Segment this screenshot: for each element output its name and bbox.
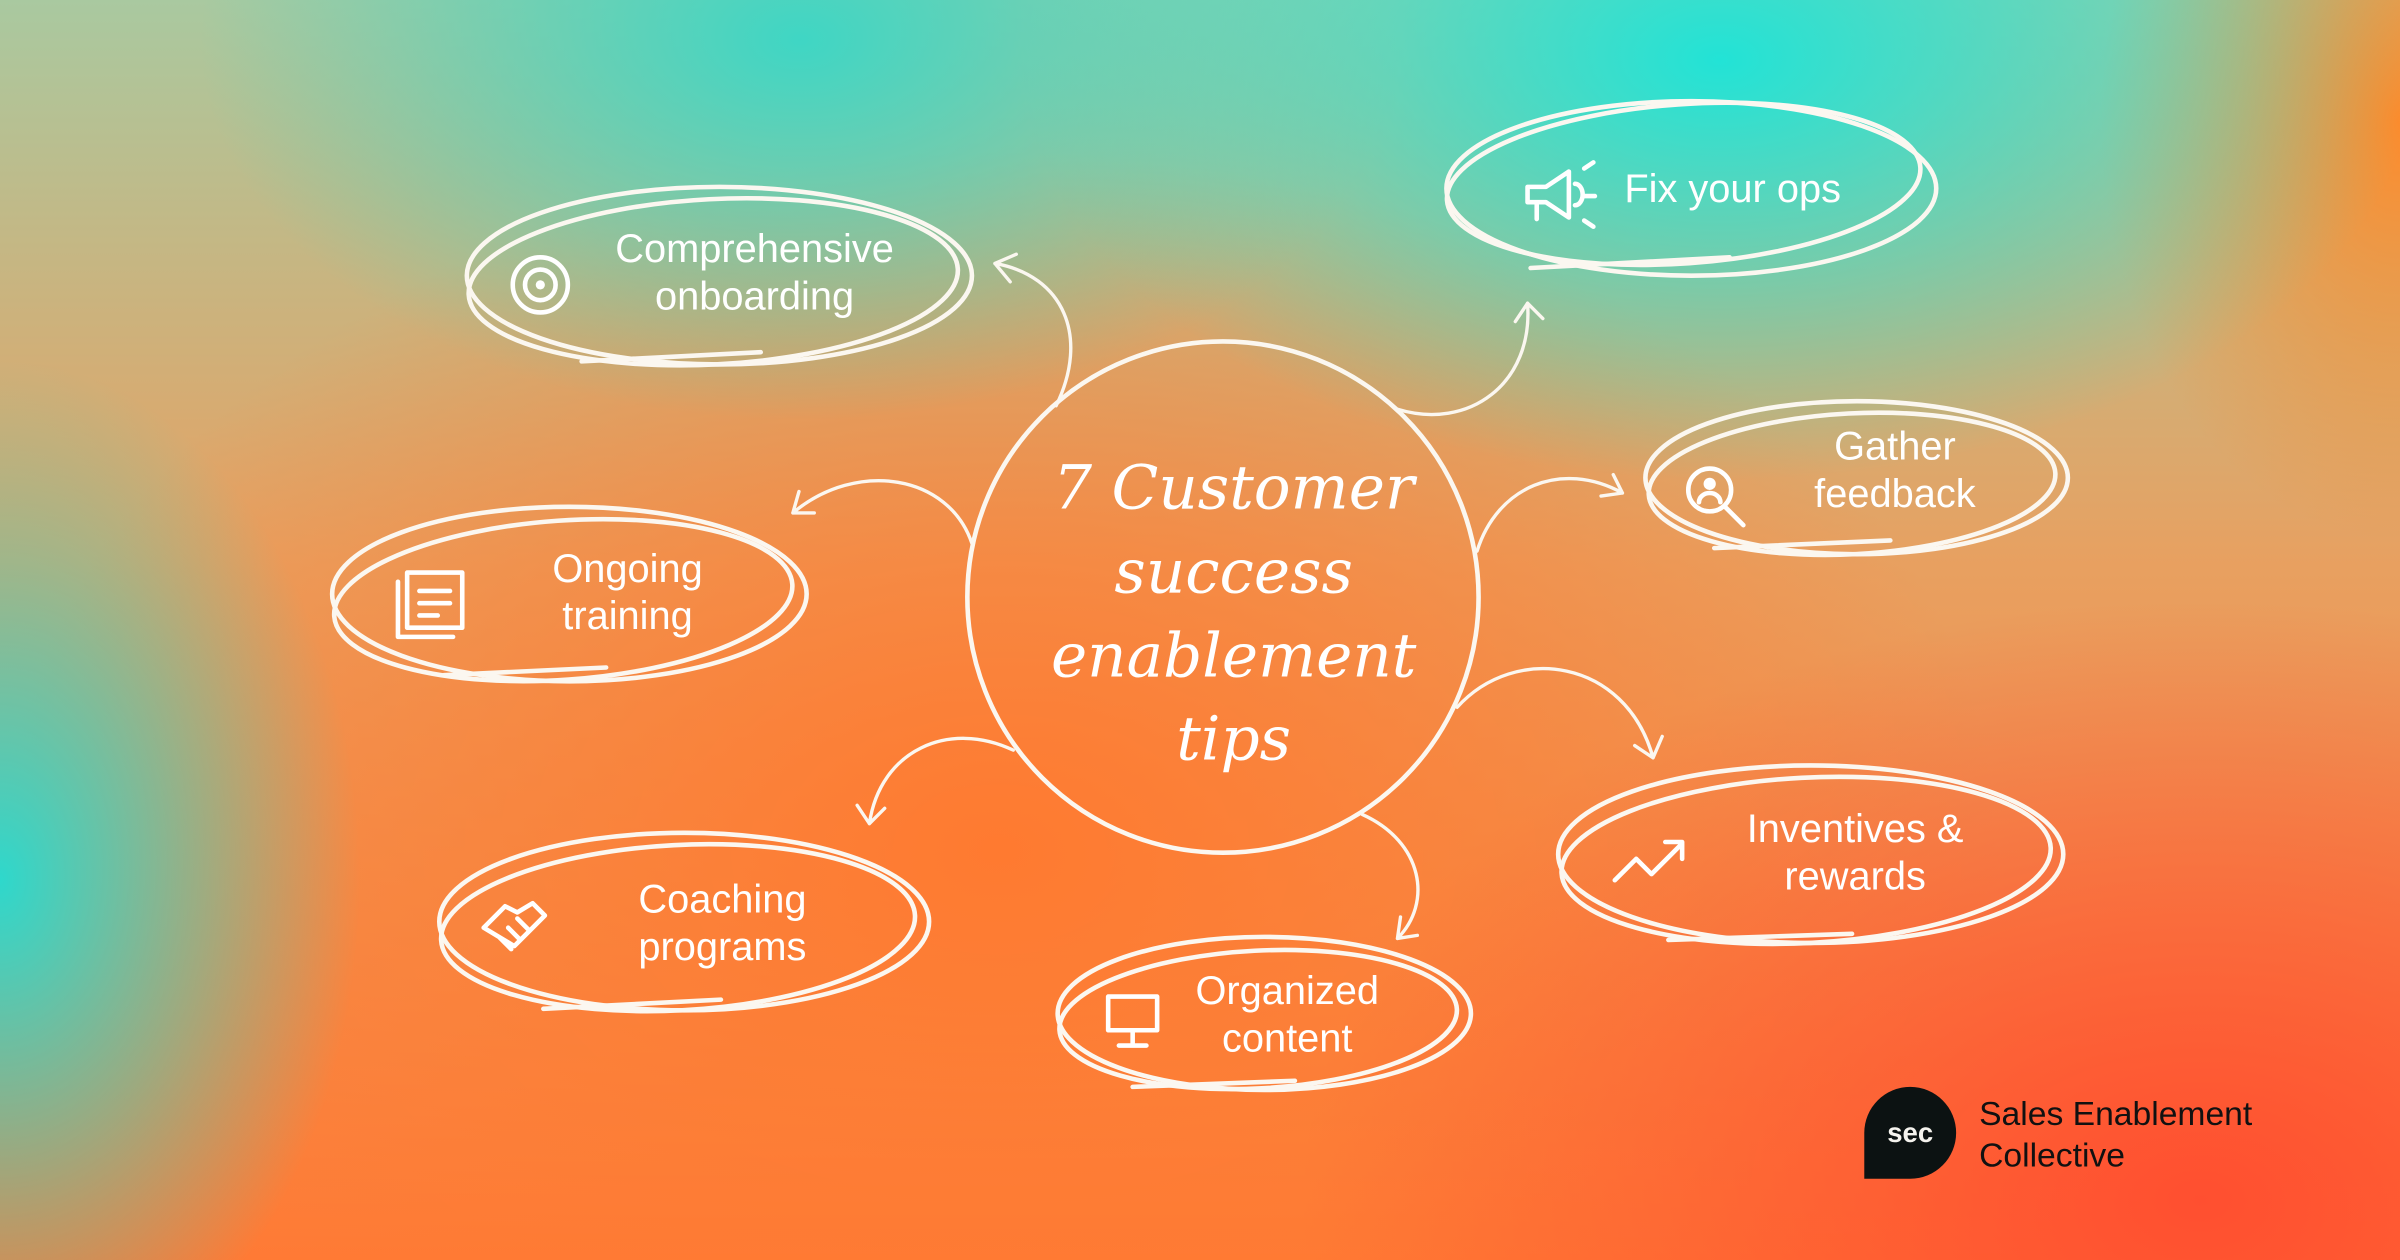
logo-mark-text: sec xyxy=(1887,1117,1933,1148)
tip-label: programs xyxy=(638,925,806,969)
tip-label: onboarding xyxy=(655,274,854,318)
arrow-organized xyxy=(1360,812,1420,941)
tip-comprehensive-onboarding: Comprehensive onboarding xyxy=(464,184,975,368)
megaphone-icon xyxy=(1525,160,1598,229)
title-line-4: tips xyxy=(1176,703,1291,774)
tip-label: Organized xyxy=(1195,969,1379,1013)
brand-logo: sec Sales Enablement Collective xyxy=(1864,1086,2253,1179)
brand-name-line-1: Sales Enablement xyxy=(1979,1096,2253,1133)
title-line-1: 7 Customer xyxy=(1053,452,1418,523)
tip-label: Inventives & xyxy=(1747,807,1964,851)
tip-label: rewards xyxy=(1784,854,1926,898)
tip-gather-feedback: Gather feedback xyxy=(1643,398,2071,558)
title-line-2: success xyxy=(1114,537,1352,608)
tip-label: Gather xyxy=(1834,424,1956,468)
tip-label: Comprehensive xyxy=(615,227,894,271)
brand-name-line-2: Collective xyxy=(1979,1137,2125,1174)
tip-label: content xyxy=(1222,1017,1353,1061)
arrow-training xyxy=(791,479,974,546)
arrow-feedback xyxy=(1475,472,1625,553)
arrow-coaching xyxy=(855,736,1015,826)
target-icon xyxy=(510,255,571,315)
tip-label: feedback xyxy=(1814,472,1976,516)
central-circle: 7 Customer success enablement tips xyxy=(965,339,1481,855)
tip-ongoing-training: Ongoing training xyxy=(329,504,809,684)
arrow-fix-ops xyxy=(1394,301,1545,417)
title-line-3: enablement xyxy=(1051,621,1417,692)
search-person-icon xyxy=(1685,466,1746,528)
connector-arrows xyxy=(791,252,1664,941)
tip-coaching-programs: Coaching programs xyxy=(436,830,932,1014)
arrow-incentives xyxy=(1455,666,1664,760)
handshake-icon xyxy=(481,900,548,952)
tip-incentives-rewards: Inventives & rewards xyxy=(1555,763,2066,947)
tip-label: Ongoing xyxy=(552,547,702,591)
tip-fix-your-ops: Fix your ops xyxy=(1444,98,1939,278)
monitor-icon xyxy=(1105,994,1160,1048)
arrow-onboarding xyxy=(993,252,1073,408)
tip-label: Fix your ops xyxy=(1624,167,1841,211)
tip-label: Coaching xyxy=(638,877,806,921)
document-stack-icon xyxy=(395,570,465,640)
tip-label: training xyxy=(562,594,692,638)
trend-up-icon xyxy=(1612,839,1685,883)
tip-organized-content: Organized content xyxy=(1055,934,1474,1093)
